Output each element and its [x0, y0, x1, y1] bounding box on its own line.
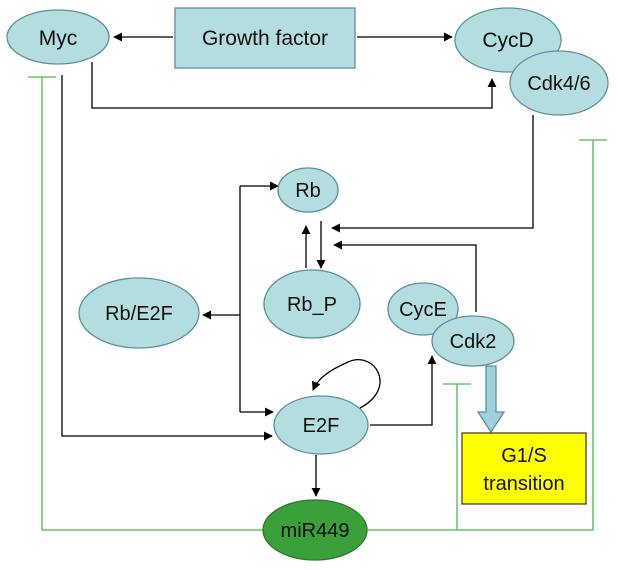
inhibition-lines: [28, 76, 607, 531]
node-e2f-label: E2F: [303, 415, 340, 437]
node-mir449-label: miR449: [281, 520, 350, 542]
node-cdk46[interactable]: Cdk4/6: [509, 50, 609, 116]
node-rb[interactable]: Rb: [277, 167, 339, 213]
node-cycd-label: CycD: [482, 29, 533, 52]
node-g1s-label-line1: G1/S: [501, 445, 547, 467]
node-growth-factor-label: Growth factor: [202, 27, 328, 50]
node-myc-label: Myc: [39, 27, 78, 50]
node-rbe2f[interactable]: Rb/E2F: [78, 277, 200, 349]
node-rbp-label: Rb_P: [287, 294, 337, 316]
node-e2f[interactable]: E2F: [273, 395, 369, 455]
node-rb-label: Rb: [295, 180, 321, 202]
inhibition-mir449-cdk46: [367, 140, 594, 531]
inhibition-mir449-myc: [41, 77, 263, 531]
arrow-e2f-self: [311, 359, 381, 409]
node-rbe2f-label: Rb/E2F: [105, 303, 173, 325]
arrow-cdk2-rb: [333, 240, 477, 312]
arrow-e2f-cyce: [370, 355, 437, 426]
node-mir449[interactable]: miR449: [262, 499, 368, 561]
arrow-myc-e2f: [61, 75, 273, 441]
node-cyce[interactable]: CycE: [387, 282, 459, 336]
node-g1s-label-line2: transition: [483, 473, 564, 495]
node-myc[interactable]: Myc: [6, 9, 110, 65]
activation-arrows: [61, 32, 534, 497]
node-cdk2[interactable]: Cdk2: [431, 315, 515, 367]
node-growth-factor[interactable]: Growth factor: [174, 7, 356, 69]
node-g1s-transition[interactable]: G1/S transition: [461, 432, 587, 505]
node-cyce-label: CycE: [399, 299, 447, 321]
node-cdk46-label: Cdk4/6: [527, 73, 590, 95]
node-rbp[interactable]: Rb_P: [263, 269, 361, 339]
node-cdk2-label: Cdk2: [450, 331, 497, 353]
arrow-cdk2-g1s: [476, 365, 506, 434]
arrow-myc-cycd: [91, 62, 497, 109]
arrow-cdk46-rb: [331, 115, 534, 233]
